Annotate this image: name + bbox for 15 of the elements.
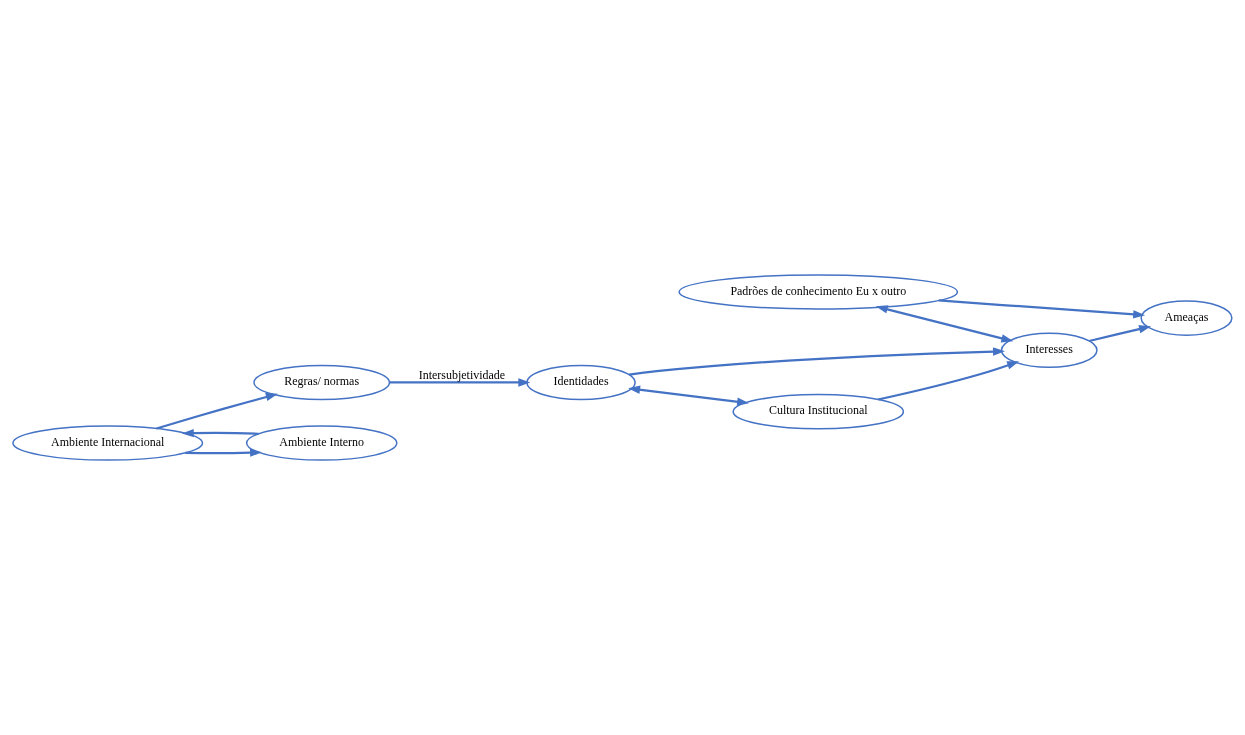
arrow bbox=[1089, 325, 1152, 343]
node-ellipse: Padrões de conhecimento Eu x outro bbox=[678, 274, 959, 310]
arrow bbox=[389, 378, 531, 387]
node-ellipse: Cultura Institucional bbox=[732, 393, 905, 430]
node-ellipse: Ambiente Interno bbox=[245, 425, 398, 461]
arrow bbox=[628, 385, 750, 406]
arrow bbox=[185, 448, 263, 457]
arrow bbox=[875, 305, 1014, 343]
node-ellipse: Identidades bbox=[526, 364, 636, 401]
arrow bbox=[877, 361, 1020, 401]
arrow bbox=[181, 428, 259, 438]
arrow bbox=[628, 347, 1005, 376]
edge-label: Intersubjetividade bbox=[418, 367, 506, 382]
arrow bbox=[938, 299, 1146, 319]
arrow bbox=[156, 392, 278, 430]
